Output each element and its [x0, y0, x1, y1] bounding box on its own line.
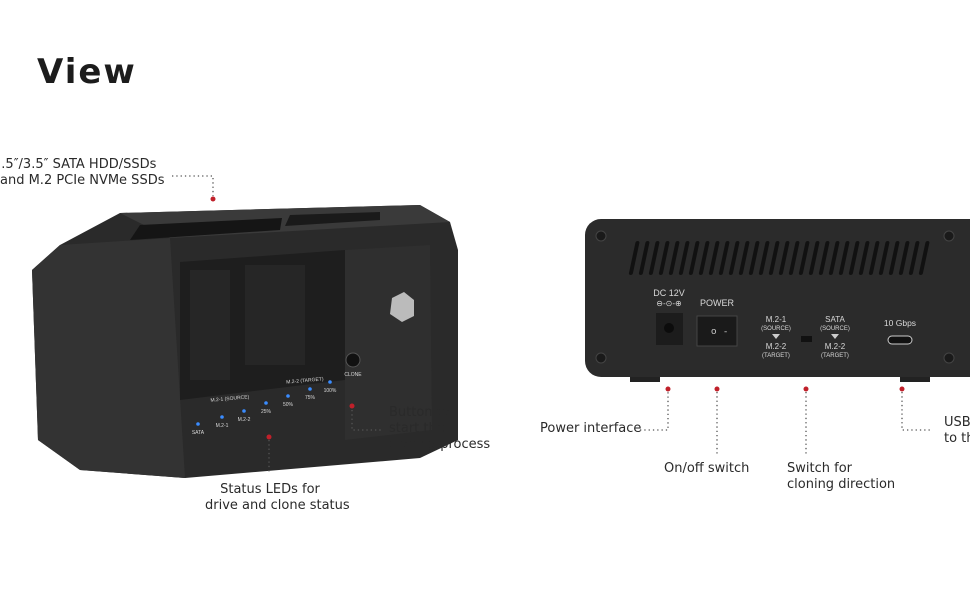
switch-right-top: SATA — [825, 315, 845, 324]
callout-clone-button: Button to start the cloning process — [389, 405, 490, 453]
vent-slot — [758, 241, 770, 275]
callout-line: Switch for — [787, 461, 852, 476]
vent-slot — [838, 241, 850, 275]
ventilation-grille — [628, 241, 930, 275]
callout-line: cloning direction — [787, 477, 896, 492]
led-label: M.2-1 — [216, 423, 229, 429]
callout-onoff-switch: On/off switch — [664, 461, 750, 476]
vent-slot — [628, 241, 640, 275]
power-switch[interactable] — [696, 315, 738, 347]
brand-cube-icon — [390, 292, 414, 322]
switch-right-bottom-sub: (TARGET) — [821, 353, 849, 359]
callout-line: and M.2 PCIe NVMe SSDs — [0, 173, 165, 188]
slot-label-source: M.2-1 (SOURCE) — [210, 394, 250, 403]
vent-slot — [778, 241, 790, 275]
vent-slot — [908, 241, 920, 275]
vent-slot — [898, 241, 910, 275]
callout-line: .5″/3.5″ SATA HDD/SSDs — [0, 157, 157, 172]
dc-label: DC 12V — [653, 288, 685, 298]
vent-slot — [728, 241, 740, 275]
vent-slot — [798, 241, 810, 275]
switch-right-bottom: M.2-2 — [825, 342, 846, 351]
vent-slot — [668, 241, 680, 275]
vent-slot — [638, 241, 650, 275]
vent-slot — [748, 241, 760, 275]
callout-line: start the — [389, 421, 445, 436]
vent-slot — [768, 241, 780, 275]
vent-slot — [698, 241, 710, 275]
led-label: 50% — [283, 402, 294, 408]
vent-slot — [918, 241, 930, 275]
vent-slot — [868, 241, 880, 275]
vent-slot — [848, 241, 860, 275]
vent-slot — [688, 241, 700, 275]
page-title: View — [37, 52, 137, 92]
vent-slot — [828, 241, 840, 275]
vent-slot — [888, 241, 900, 275]
usb-speed-label: 10 Gbps — [884, 318, 916, 328]
callout-dots — [210, 196, 905, 440]
usb-c-port[interactable] — [887, 335, 913, 345]
callout-line: Status LEDs for — [220, 482, 320, 497]
led-label: SATA — [192, 430, 205, 436]
callout-status-leds: Status LEDs for drive and clone status — [205, 482, 350, 514]
callout-line: drive and clone status — [205, 498, 350, 513]
callout-line: cloning process — [389, 437, 491, 452]
callout-drive-support: .5″/3.5″ SATA HDD/SSDs and M.2 PCIe NVMe… — [0, 157, 164, 189]
led-label: 75% — [305, 395, 316, 401]
callout-power-interface: Power interface — [540, 421, 642, 436]
docking-station-back: DC 12V ⊖-⊙-⊕ POWER o- M.2-1 (SOURCE) M.2… — [585, 219, 970, 382]
vent-slot — [678, 241, 690, 275]
clone-direction-switch[interactable] — [801, 336, 812, 342]
callout-clone-switch: Switch for cloning direction — [787, 461, 895, 493]
docking-station-front: CLONE M.2-1 (SOURCE) M.2-2 (TARGET) SATA… — [32, 205, 458, 478]
svg-text:o: o — [711, 327, 717, 337]
vent-slot — [878, 241, 890, 275]
status-leds: SATA M.2-1 M.2-2 25% 50% 75% 100% — [192, 380, 337, 436]
slot-label-target: M.2-2 (TARGET) — [286, 376, 324, 385]
callout-usb: USB to th — [944, 415, 970, 447]
vent-slot — [858, 241, 870, 275]
led-label: 25% — [261, 409, 272, 415]
callout-line: USB — [944, 415, 970, 430]
callout-line: Button to — [389, 405, 450, 420]
clone-label: CLONE — [344, 372, 362, 378]
led-label: 100% — [324, 388, 337, 394]
clone-button[interactable] — [345, 352, 361, 368]
callout-line: to th — [944, 431, 970, 446]
led-label: M.2-2 — [238, 417, 251, 423]
power-label: POWER — [700, 298, 735, 308]
switch-left-bottom: M.2-2 — [766, 342, 787, 351]
vent-slot — [818, 241, 830, 275]
switch-left-bottom-sub: (TARGET) — [762, 353, 790, 359]
vent-slot — [708, 241, 720, 275]
vent-slot — [658, 241, 670, 275]
callout-lines — [172, 175, 930, 472]
vent-slot — [648, 241, 660, 275]
switch-left-top-sub: (SOURCE) — [761, 326, 791, 332]
switch-right-top-sub: (SOURCE) — [820, 326, 850, 332]
svg-text:⊖-⊙-⊕: ⊖-⊙-⊕ — [656, 299, 681, 308]
vent-slot — [718, 241, 730, 275]
vent-slot — [788, 241, 800, 275]
vent-slot — [808, 241, 820, 275]
svg-text:-: - — [724, 327, 727, 337]
switch-left-top: M.2-1 — [766, 315, 787, 324]
vent-slot — [738, 241, 750, 275]
